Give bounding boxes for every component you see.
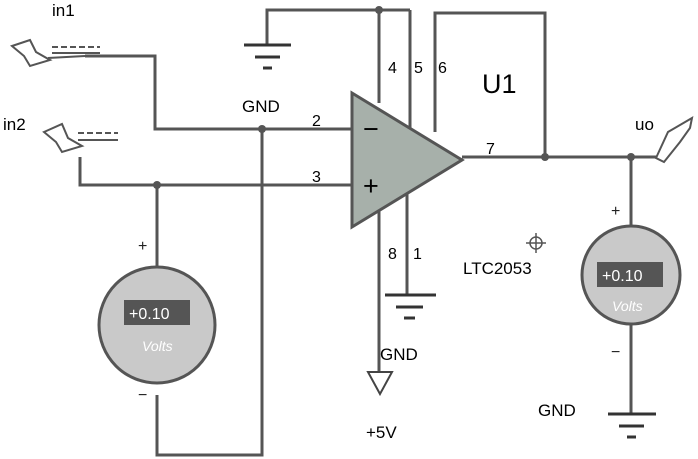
supply-5v-icon [366, 371, 394, 397]
opamp-minus-sign: − [363, 114, 379, 144]
meter-value: +0.10 [602, 268, 643, 285]
pin-label-1: 1 [413, 246, 422, 263]
meter-minus-sign: − [138, 387, 147, 404]
ground-top-icon [244, 43, 291, 70]
wire-pin6 [433, 11, 547, 157]
pin-label-5: 5 [414, 60, 423, 77]
node-inv [258, 125, 266, 133]
opamp-body [350, 90, 465, 230]
voltmeter-left[interactable]: +0.10 Volts + − [97, 238, 217, 404]
pin-label-2: 2 [312, 113, 321, 130]
wire-pin4-gnd [265, 8, 381, 103]
wires [78, 8, 662, 457]
wire-in1 [85, 54, 352, 131]
wire-feedback-loop [155, 129, 264, 457]
pin-label-7: 7 [486, 141, 495, 158]
opamp-ltc2053[interactable]: − + [350, 90, 465, 230]
pin-label-4: 4 [388, 60, 397, 77]
net-label-in2: in2 [3, 115, 26, 134]
output-probe-uo[interactable] [654, 116, 694, 164]
crosshair-icon [526, 233, 546, 253]
pin-label-3: 3 [312, 169, 321, 186]
part-number-label: LTC2053 [463, 259, 532, 278]
probe-arrow-icon [654, 116, 694, 164]
net-label-gnd-right: GND [538, 401, 576, 420]
node-top-rail [375, 6, 383, 14]
meter-display [597, 262, 663, 287]
net-label-uo: uo [635, 115, 654, 134]
net-label-gnd-top: GND [242, 97, 280, 116]
meter-plus-sign: + [611, 203, 620, 220]
meter-minus-sign: − [611, 344, 620, 361]
voltmeter-right[interactable]: +0.10 Volts + − [580, 203, 682, 361]
input-probe-in1[interactable] [9, 38, 100, 68]
meter-unit: Volts [612, 298, 643, 314]
node-out-meter [627, 153, 635, 161]
node-out-u1 [541, 153, 549, 161]
ground-mid-icon [385, 293, 436, 320]
probe-arrow-icon [9, 38, 53, 68]
input-probe-in2[interactable] [42, 122, 118, 154]
net-label-gnd-mid: GND [380, 345, 418, 364]
meter-plus-sign: + [138, 238, 147, 255]
junctions [153, 6, 635, 189]
node-noninv [153, 181, 161, 189]
net-label-5v: +5V [366, 423, 397, 442]
pin-label-8: 8 [388, 246, 397, 263]
pin-label-6: 6 [438, 60, 447, 77]
meter-unit: Volts [142, 338, 173, 354]
designator-u1: U1 [482, 69, 517, 99]
meter-value: +0.10 [129, 306, 170, 323]
opamp-plus-sign: + [363, 171, 379, 201]
ground-right-icon [608, 412, 656, 439]
probe-arrow-icon [42, 122, 85, 154]
net-label-in1: in1 [52, 1, 75, 20]
meter-display [124, 300, 190, 325]
